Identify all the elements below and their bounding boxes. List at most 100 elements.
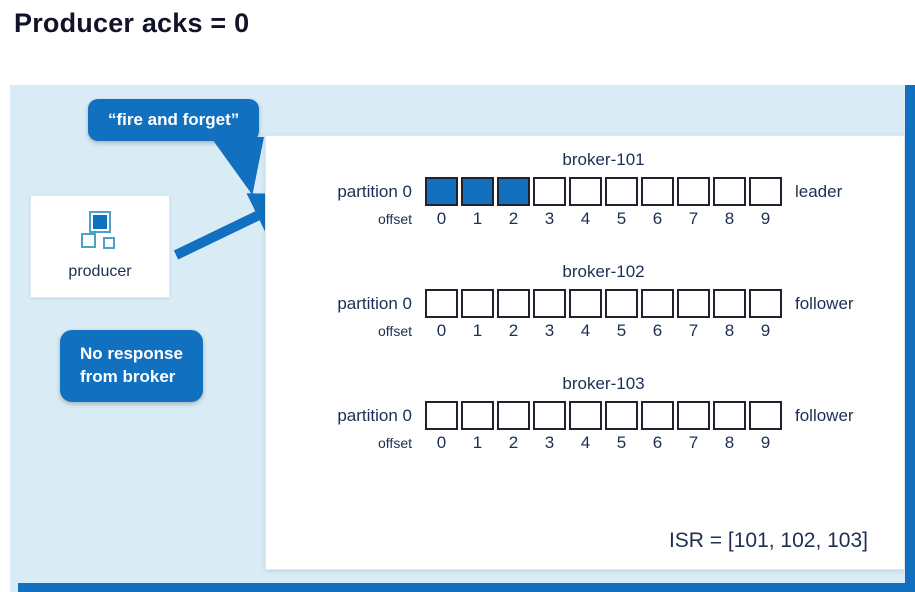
- offset-cell: [677, 401, 710, 430]
- offset-cell: [569, 289, 602, 318]
- partition-row: partition 0 leader: [266, 177, 904, 206]
- offset-number: 2: [508, 209, 519, 228]
- offset-cell: [605, 177, 638, 206]
- offset-cell: [749, 401, 782, 430]
- broker-name: broker-103: [562, 374, 645, 393]
- offset-number: 5: [616, 433, 627, 452]
- broker-name: broker-101: [562, 150, 645, 169]
- fire-and-forget-callout: “fire and forget”: [88, 99, 264, 195]
- offset-number: 8: [724, 209, 735, 228]
- broker-name: broker-102: [562, 262, 645, 281]
- offset-number: 8: [724, 433, 735, 452]
- partition-cells: [425, 177, 782, 206]
- partition-label: partition 0: [337, 181, 412, 201]
- producer-node: producer: [30, 195, 170, 298]
- offset-number: 1: [472, 433, 483, 452]
- offset-number: 6: [652, 321, 663, 340]
- partition-cells: [425, 289, 782, 318]
- offset-numbers: 0 1 2 3 4 5 6 7 8 9: [425, 433, 782, 453]
- offset-row: offset 0 1 2 3 4 5 6 7 8 9: [266, 433, 904, 453]
- offset-number: 3: [544, 209, 555, 228]
- offset-cell: [713, 177, 746, 206]
- offset-cell: [497, 401, 530, 430]
- offset-cell: [425, 289, 458, 318]
- offset-number: 9: [760, 209, 771, 228]
- producer-icon-square-outline: [81, 232, 96, 248]
- offset-cell: [713, 401, 746, 430]
- offset-cell: [425, 177, 458, 206]
- partition-label: partition 0: [337, 293, 412, 313]
- page-title: Producer acks = 0: [14, 8, 250, 38]
- producer-icon: [77, 210, 123, 255]
- offset-number: 0: [436, 209, 447, 228]
- broker-101-block: broker-101 partition 0 leader offset 0 1 2…: [266, 150, 904, 229]
- partition-row: partition 0 follower: [266, 289, 904, 318]
- broker-role: leader: [795, 181, 843, 201]
- offset-cell: [461, 289, 494, 318]
- offset-number: 7: [688, 321, 699, 340]
- producer-icon-square-filled: [89, 210, 111, 233]
- partition-label: partition 0: [337, 405, 412, 425]
- offset-number: 4: [580, 433, 591, 452]
- offset-cell: [533, 177, 566, 206]
- offset-cell: [641, 289, 674, 318]
- offset-number: 9: [760, 433, 771, 452]
- offset-cell: [497, 177, 530, 206]
- isr-text: ISR = [101, 102, 103]: [668, 529, 868, 552]
- offset-number: 5: [616, 321, 627, 340]
- offset-number: 7: [688, 433, 699, 452]
- offset-cell: [713, 289, 746, 318]
- offset-number: 3: [544, 321, 555, 340]
- offset-cell: [569, 401, 602, 430]
- offset-cell: [749, 289, 782, 318]
- offset-number: 0: [436, 433, 447, 452]
- broker-role: follower: [795, 405, 854, 425]
- offset-cell: [425, 401, 458, 430]
- broker-role: follower: [795, 293, 854, 313]
- offset-number: 6: [652, 433, 663, 452]
- partition-cells: [425, 401, 782, 430]
- offset-label: offset: [378, 211, 412, 227]
- brokers-panel: broker-101 partition 0 leader offset 0 1 2…: [265, 135, 905, 570]
- offset-cell: [533, 289, 566, 318]
- offset-cell: [461, 177, 494, 206]
- offset-number: 4: [580, 209, 591, 228]
- offset-number: 7: [688, 209, 699, 228]
- diagram-panel: “fire and forget” producer No response f…: [10, 85, 915, 592]
- offset-number: 9: [760, 321, 771, 340]
- offset-number: 2: [508, 433, 519, 452]
- panel-bottom-accent-bar: [18, 583, 915, 592]
- offset-cell: [461, 401, 494, 430]
- no-response-callout: No response from broker: [60, 330, 203, 402]
- offset-cell: [641, 401, 674, 430]
- offset-cell: [497, 289, 530, 318]
- broker-102-block: broker-102 partition 0 follower offset 0…: [266, 262, 904, 341]
- offset-cell: [605, 401, 638, 430]
- offset-cell: [677, 177, 710, 206]
- producer-icon-square-outline-small: [103, 236, 115, 249]
- partition-row: partition 0 follower: [266, 401, 904, 430]
- offset-label: offset: [378, 435, 412, 451]
- no-response-line2: from broker: [80, 366, 176, 386]
- offset-number: 4: [580, 321, 591, 340]
- offset-number: 8: [724, 321, 735, 340]
- broker-103-block: broker-103 partition 0 follower offset 0…: [266, 374, 904, 453]
- offset-label: offset: [378, 323, 412, 339]
- offset-cell: [641, 177, 674, 206]
- offset-cell: [533, 401, 566, 430]
- offset-cell: [605, 289, 638, 318]
- offset-cell: [569, 177, 602, 206]
- fire-and-forget-label: “fire and forget”: [108, 110, 240, 129]
- offset-number: 3: [544, 433, 555, 452]
- panel-right-accent-bar: [905, 85, 915, 592]
- offset-cell: [749, 177, 782, 206]
- offset-number: 5: [616, 209, 627, 228]
- producer-label: producer: [68, 262, 132, 280]
- offset-number: 0: [436, 321, 447, 340]
- no-response-line1: No response: [80, 344, 183, 363]
- offset-number: 1: [472, 209, 483, 228]
